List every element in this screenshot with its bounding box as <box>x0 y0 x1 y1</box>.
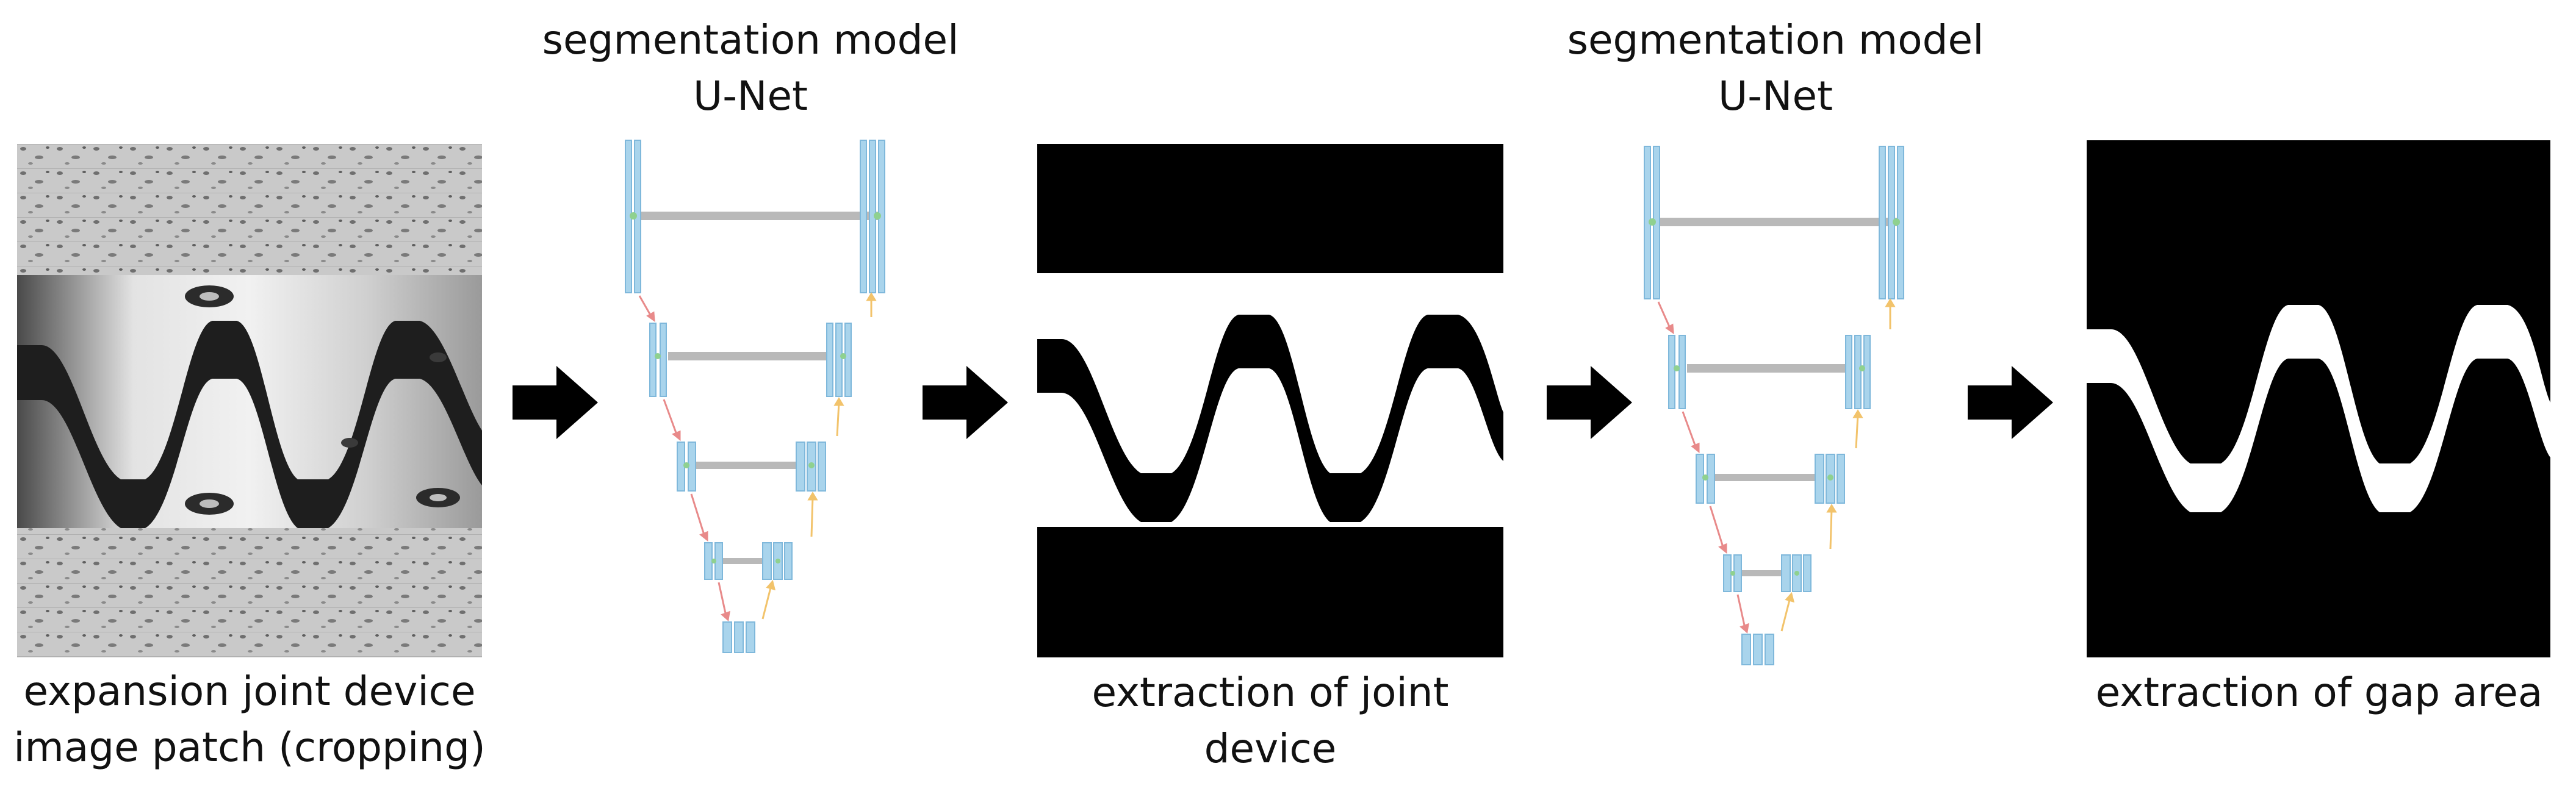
enc3-a <box>677 442 685 492</box>
unet-blocks <box>625 140 885 653</box>
skip-line-level2 <box>668 352 833 360</box>
bottleneck-c <box>746 621 755 653</box>
conv-dots <box>1649 218 1900 576</box>
dec4-c <box>784 542 793 580</box>
dec3-a <box>796 442 805 492</box>
flow-arrow-4 <box>1968 366 2053 439</box>
dec2-c <box>844 323 852 397</box>
unet2-caption: segmentation model U-Net <box>1501 12 2050 124</box>
dec2-a <box>826 323 833 397</box>
mask-gap-wave <box>1037 315 1503 522</box>
input-caption-line2: image patch (cropping) <box>13 724 486 771</box>
joint-caption-line1: extraction of joint <box>1092 669 1449 716</box>
unet1-caption: segmentation model U-Net <box>476 12 1025 124</box>
unet-diagram-2 <box>1644 146 1904 665</box>
up-arrows <box>1780 298 1896 632</box>
unet-diagram-1 <box>625 140 885 653</box>
top-concrete <box>17 144 482 275</box>
dec1-a <box>1879 146 1886 299</box>
skip-line-level4 <box>1742 570 1788 576</box>
enc2-a <box>649 323 657 397</box>
skip-line-level1 <box>638 212 882 220</box>
dec1-a <box>860 140 867 293</box>
bolt-top-center <box>200 292 219 301</box>
input-image-patch <box>17 144 482 657</box>
unet1-caption-line2: U-Net <box>693 73 808 120</box>
joint-device-mask <box>1037 144 1503 657</box>
bolt-right-center <box>430 494 447 501</box>
bottleneck-b <box>1753 634 1763 665</box>
gap-caption-line1: extraction of gap area <box>2095 669 2543 716</box>
joint-caption: extraction of joint device <box>1037 665 1503 777</box>
input-caption-line1: expansion joint device <box>23 668 476 715</box>
dec2-b <box>1854 335 1862 409</box>
enc3-b <box>688 442 696 492</box>
gap-mask-background <box>2087 140 2550 657</box>
enc4-a <box>1723 554 1732 592</box>
conv-dots <box>630 212 881 563</box>
down-arrows <box>1657 301 1749 634</box>
dec3-a <box>1815 454 1824 504</box>
bottom-concrete <box>17 528 482 657</box>
right-arrow-icon <box>923 366 1008 439</box>
dec2-b <box>835 323 843 397</box>
unet-skip-lines <box>638 212 882 564</box>
flow-arrow-3 <box>1547 366 1632 439</box>
small-bolt <box>341 438 358 448</box>
flow-arrow-1 <box>513 366 598 439</box>
joint-device-region <box>1037 273 1503 527</box>
unet1-caption-line1: segmentation model <box>542 16 959 63</box>
unet-skip-lines <box>1657 218 1901 576</box>
skip-line-level3 <box>1714 474 1821 481</box>
bottleneck-c <box>1765 634 1774 665</box>
flow-arrow-2 <box>923 366 1008 439</box>
enc2-b <box>1678 335 1686 409</box>
bolt-bottom-center <box>200 499 219 508</box>
right-arrow-icon <box>513 366 598 439</box>
bottleneck-b <box>734 621 744 653</box>
enc4-a <box>704 542 713 580</box>
unet2-caption-line1: segmentation model <box>1567 16 1984 63</box>
skip-line-level2 <box>1687 364 1852 373</box>
enc3-a <box>1696 454 1704 504</box>
skip-line-level1 <box>1657 218 1901 226</box>
dec3-c <box>1837 454 1845 504</box>
dec2-c <box>1863 335 1871 409</box>
gap-area-mask <box>2087 140 2550 657</box>
up-arrows <box>761 292 877 620</box>
down-arrows <box>638 295 730 621</box>
bottleneck-a <box>1741 634 1751 665</box>
small-bolt-2 <box>430 352 447 362</box>
unet2-caption-line2: U-Net <box>1718 73 1833 120</box>
input-caption: expansion joint device image patch (crop… <box>0 663 499 776</box>
joint-caption-line2: device <box>1204 725 1337 772</box>
right-arrow-icon <box>1968 366 2053 439</box>
enc2-a <box>1668 335 1675 409</box>
gap-wave <box>17 321 482 528</box>
gap-caption: extraction of gap area <box>2062 665 2576 721</box>
gap-area-wave <box>2087 305 2550 512</box>
enc3-b <box>1707 454 1715 504</box>
dec3-c <box>818 442 826 492</box>
skip-line-level3 <box>696 462 802 469</box>
enc2-b <box>660 323 667 397</box>
dec4-a <box>762 542 772 580</box>
right-arrow-icon <box>1547 366 1632 439</box>
dec4-a <box>1781 554 1791 592</box>
skip-line-level4 <box>723 558 769 564</box>
steel-plate <box>17 275 482 528</box>
dec4-c <box>1803 554 1811 592</box>
dec2-a <box>1845 335 1852 409</box>
bottleneck-a <box>722 621 732 653</box>
